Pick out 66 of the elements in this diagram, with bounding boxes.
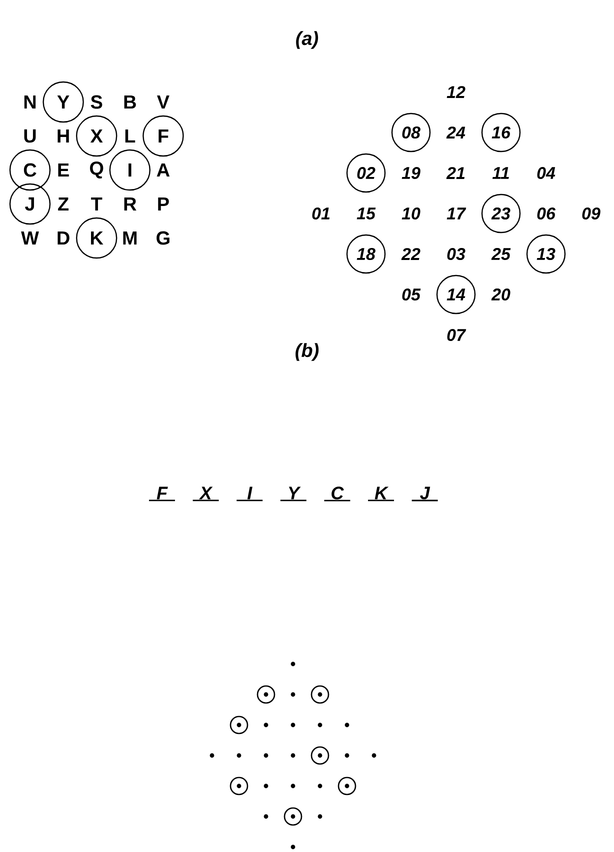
- letter: M: [123, 231, 137, 245]
- number: 07: [447, 328, 466, 342]
- number: 06: [537, 207, 556, 220]
- circled-letter: Y: [42, 81, 84, 123]
- number: 21: [446, 167, 465, 179]
- circled-number: 13: [526, 234, 566, 274]
- circled-letter: I: [109, 149, 150, 191]
- underlined-letter: C: [324, 486, 350, 502]
- number: 03: [447, 248, 466, 260]
- letter: E: [58, 163, 69, 177]
- number: 12: [446, 86, 466, 98]
- number: 22: [401, 248, 420, 260]
- letter: S: [90, 95, 102, 109]
- letter: R: [124, 197, 136, 211]
- letter: P: [158, 197, 169, 211]
- number: 01: [312, 207, 330, 220]
- number: 09: [582, 207, 600, 220]
- letter: N: [24, 95, 36, 109]
- letter: D: [58, 231, 70, 245]
- letter: B: [124, 95, 136, 109]
- number: 05: [402, 288, 421, 301]
- panel-label: (b): [296, 343, 319, 361]
- number: 24: [446, 126, 466, 138]
- letter: A: [156, 163, 170, 177]
- circled-dot: [256, 685, 276, 704]
- letter: G: [156, 231, 170, 245]
- underlined-letter: I: [236, 486, 263, 502]
- number: 25: [491, 248, 511, 260]
- number: 10: [402, 207, 420, 220]
- number: 19: [402, 166, 420, 180]
- circled-number: 02: [346, 153, 386, 193]
- number: 11: [492, 167, 509, 179]
- circled-letter: F: [142, 115, 184, 157]
- letter: W: [21, 231, 39, 245]
- circled-dot: [230, 716, 248, 734]
- circled-dot: [310, 746, 330, 765]
- number: 04: [537, 166, 556, 180]
- letter: T: [91, 197, 102, 211]
- letter: H: [58, 129, 69, 143]
- circled-dot: [338, 776, 356, 796]
- underlined-letter: Y: [280, 486, 306, 502]
- circled-dot: [230, 776, 248, 796]
- number: 17: [446, 208, 466, 220]
- letter: Z: [58, 197, 69, 211]
- circled-letter: J: [9, 183, 51, 225]
- circled-number: 14: [436, 274, 476, 314]
- letter: L: [125, 129, 136, 143]
- circled-letter: K: [76, 217, 118, 259]
- circled-letter: X: [76, 115, 118, 157]
- letter: Q: [90, 162, 104, 178]
- circled-number: 16: [481, 112, 521, 152]
- circled-number: 08: [391, 112, 431, 152]
- letter: U: [24, 129, 36, 143]
- underlined-letter: J: [412, 486, 438, 502]
- panel-label: (a): [296, 31, 318, 49]
- circled-dot: [284, 807, 302, 826]
- underlined-letter: F: [149, 486, 175, 502]
- circled-number: 23: [481, 194, 521, 234]
- circled-dot: [310, 685, 330, 704]
- circled-number: 18: [346, 234, 386, 274]
- number: 20: [491, 288, 510, 301]
- circled-letter: C: [9, 149, 51, 191]
- letter: V: [157, 95, 170, 109]
- number: 15: [356, 208, 376, 220]
- underlined-letter: X: [192, 486, 219, 502]
- underlined-letter: K: [368, 486, 394, 502]
